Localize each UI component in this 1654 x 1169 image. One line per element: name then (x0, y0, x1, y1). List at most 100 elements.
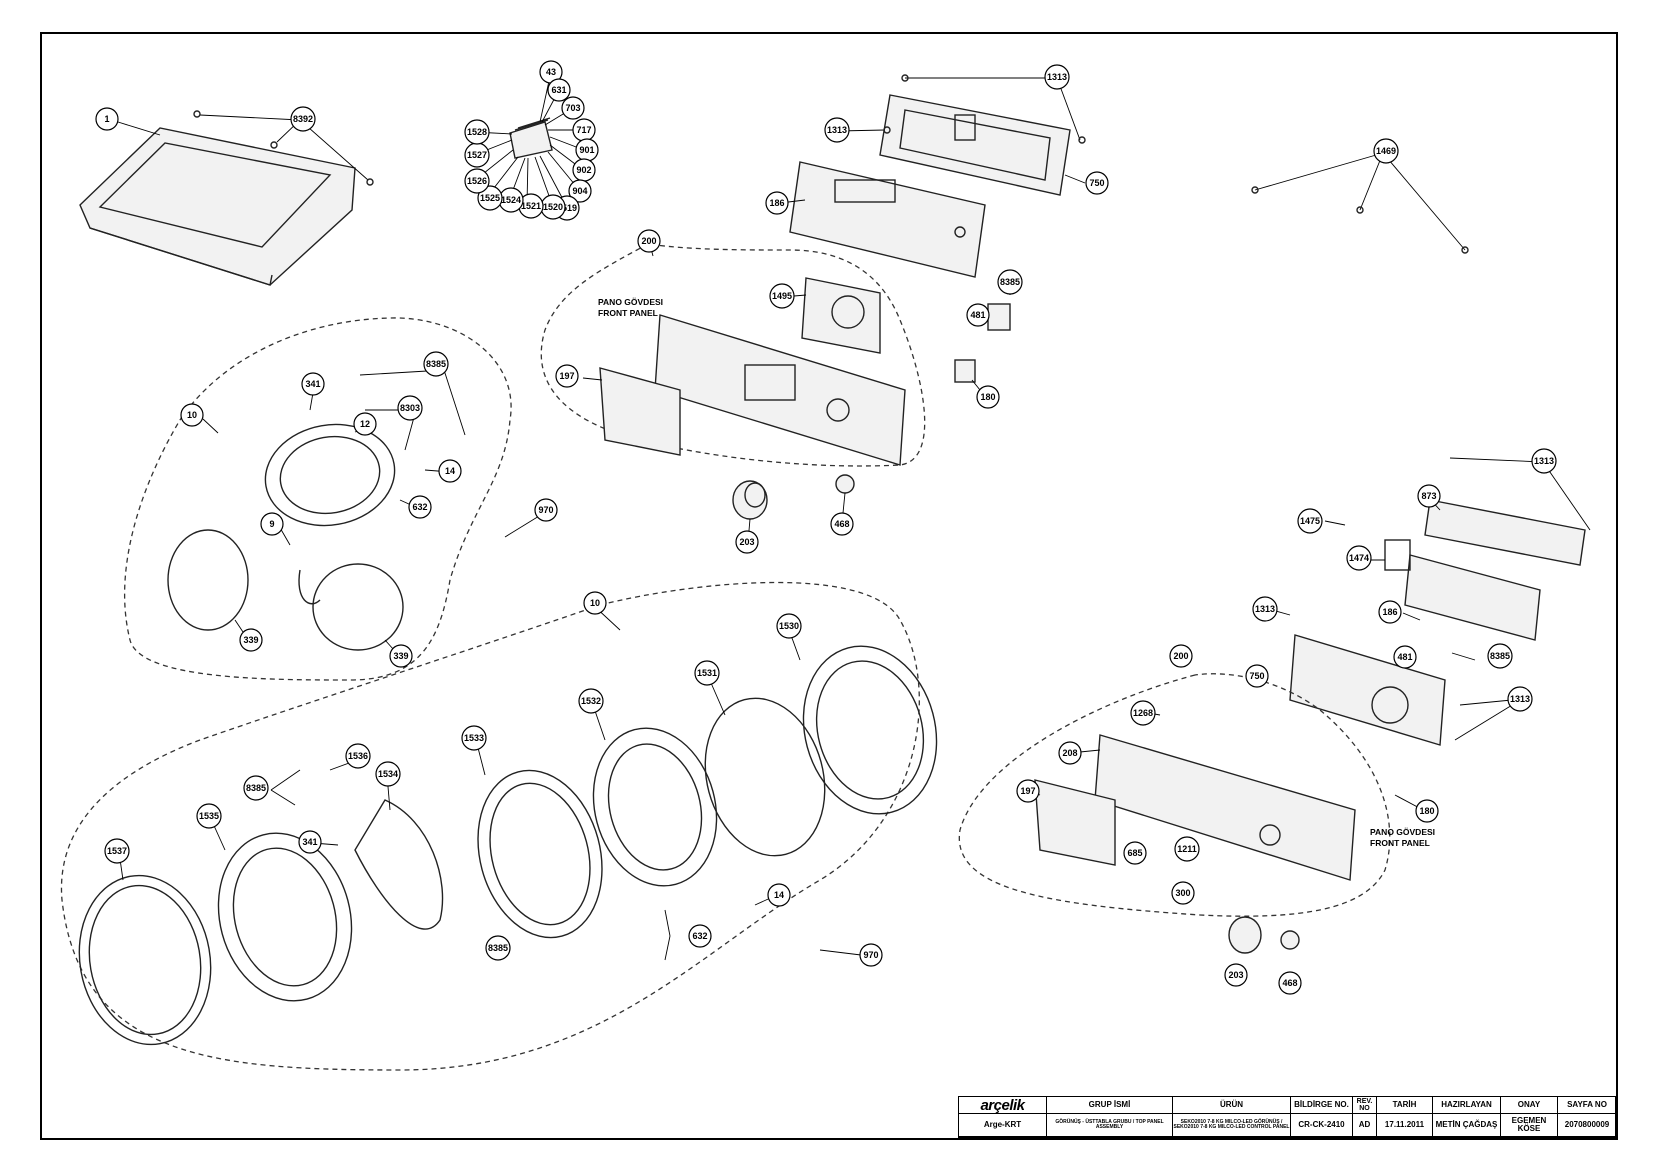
callout-186: 186 (1378, 600, 1402, 624)
svg-text:1527: 1527 (467, 150, 487, 160)
svg-text:703: 703 (565, 103, 580, 113)
svg-text:14: 14 (445, 466, 455, 476)
svg-text:1469: 1469 (1376, 146, 1396, 156)
callout-901: 901 (575, 138, 599, 162)
button-knob-right (1280, 930, 1300, 950)
svg-text:1536: 1536 (348, 751, 368, 761)
svg-text:186: 186 (1382, 607, 1397, 617)
door-rings-large (78, 645, 938, 1046)
svg-text:1211: 1211 (1177, 844, 1197, 854)
svg-text:1524: 1524 (501, 195, 521, 205)
approval-value: EGEMEN KÖSE (1501, 1114, 1558, 1137)
callout-14: 14 (767, 883, 791, 907)
svg-text:1535: 1535 (199, 811, 219, 821)
svg-text:1268: 1268 (1133, 708, 1153, 718)
title-block: arçelik GRUP İSMİ ÜRÜN BİLDİRGE NO. REV.… (958, 1096, 1617, 1138)
svg-text:10: 10 (590, 598, 600, 608)
svg-text:208: 208 (1062, 748, 1077, 758)
svg-text:203: 203 (1228, 970, 1243, 980)
callout-902: 902 (572, 158, 596, 182)
svg-text:1313: 1313 (827, 125, 847, 135)
svg-text:8303: 8303 (400, 403, 420, 413)
callout-1532: 1532 (578, 688, 604, 714)
callout-481: 481 (966, 303, 990, 327)
svg-text:341: 341 (305, 379, 320, 389)
svg-text:8385: 8385 (488, 943, 508, 953)
svg-text:1532: 1532 (581, 696, 601, 706)
callout-873: 873 (1417, 484, 1441, 508)
svg-text:904: 904 (572, 186, 587, 196)
callout-970: 970 (859, 943, 883, 967)
svg-text:300: 300 (1175, 888, 1190, 898)
callout-8385: 8385 (243, 775, 269, 801)
svg-text:197: 197 (1020, 786, 1035, 796)
callout-203: 203 (1224, 963, 1248, 987)
callout-904: 904 (568, 179, 592, 203)
drawing-frame (40, 32, 1618, 1140)
svg-text:1495: 1495 (772, 291, 792, 301)
door-frame-small (264, 423, 396, 527)
arcelik-logo: arçelik (959, 1097, 1047, 1114)
callout-9: 9 (260, 512, 284, 536)
svg-text:1531: 1531 (697, 668, 717, 678)
main-board-right (1289, 634, 1446, 746)
callout-970: 970 (534, 498, 558, 522)
svg-text:43: 43 (546, 67, 556, 77)
svg-text:873: 873 (1421, 491, 1436, 501)
callout-717: 717 (572, 118, 596, 142)
svg-text:341: 341 (302, 837, 317, 847)
svg-text:1313: 1313 (1510, 694, 1530, 704)
front-panel-top-part (654, 314, 906, 466)
callout-631: 631 (547, 78, 571, 102)
page-value: 2070800009 (1558, 1114, 1617, 1137)
svg-text:901: 901 (579, 145, 594, 155)
right-panel-label-1: PANO GÖVDESI (1370, 827, 1435, 837)
callout-1475: 1475 (1297, 508, 1323, 534)
right-panel-label-2: FRONT PANEL (1370, 838, 1430, 848)
callout-197: 197 (555, 364, 579, 388)
group-10a-outline (123, 317, 512, 681)
svg-text:186: 186 (769, 198, 784, 208)
top-panel-label-1: PANO GÖVDESI (598, 297, 663, 307)
callout-300: 300 (1171, 881, 1195, 905)
notice-header: BİLDİRGE NO. (1291, 1097, 1353, 1114)
callout-341: 341 (298, 830, 322, 854)
svg-text:1: 1 (104, 114, 109, 124)
callout-10: 10 (583, 591, 607, 615)
callout-186: 186 (765, 191, 789, 215)
selector-knob-right (1228, 916, 1262, 954)
callout-632: 632 (408, 495, 432, 519)
callout-1527: 1527 (464, 142, 490, 168)
rev-header: REV. NO (1353, 1097, 1377, 1114)
svg-text:339: 339 (243, 635, 258, 645)
front-panel-right (1094, 734, 1356, 881)
callout-8385: 8385 (423, 351, 449, 377)
svg-text:1519: 1519 (557, 203, 577, 213)
svg-text:12: 12 (360, 419, 370, 429)
callout-1524: 1524 (498, 187, 524, 213)
callout-1528: 1528 (464, 119, 490, 145)
callout-8385: 8385 (485, 935, 511, 961)
svg-text:631: 631 (551, 85, 566, 95)
callout-1313: 1313 (1531, 448, 1557, 474)
svg-text:970: 970 (863, 950, 878, 960)
top-panel-label-2: FRONT PANEL (598, 308, 658, 318)
callout-8392: 8392 (290, 106, 316, 132)
svg-text:180: 180 (1419, 806, 1434, 816)
svg-text:750: 750 (1089, 178, 1104, 188)
product-value: SEKO2010 7-8 KG MILCO-LED GÖRÜNÜŞ / SEKO… (1173, 1114, 1291, 1137)
group-header: GRUP İSMİ (1047, 1097, 1173, 1114)
callout-1535: 1535 (196, 803, 222, 829)
group-200b-outline (958, 673, 1391, 917)
callout-1530: 1530 (776, 613, 802, 639)
svg-text:203: 203 (739, 537, 754, 547)
pcb-right (1384, 539, 1541, 641)
svg-text:1534: 1534 (378, 769, 398, 779)
svg-text:1526: 1526 (467, 176, 487, 186)
callout-1474: 1474 (1346, 545, 1372, 571)
callout-208: 208 (1058, 741, 1082, 765)
callout-10: 10 (180, 403, 204, 427)
svg-text:750: 750 (1249, 671, 1264, 681)
